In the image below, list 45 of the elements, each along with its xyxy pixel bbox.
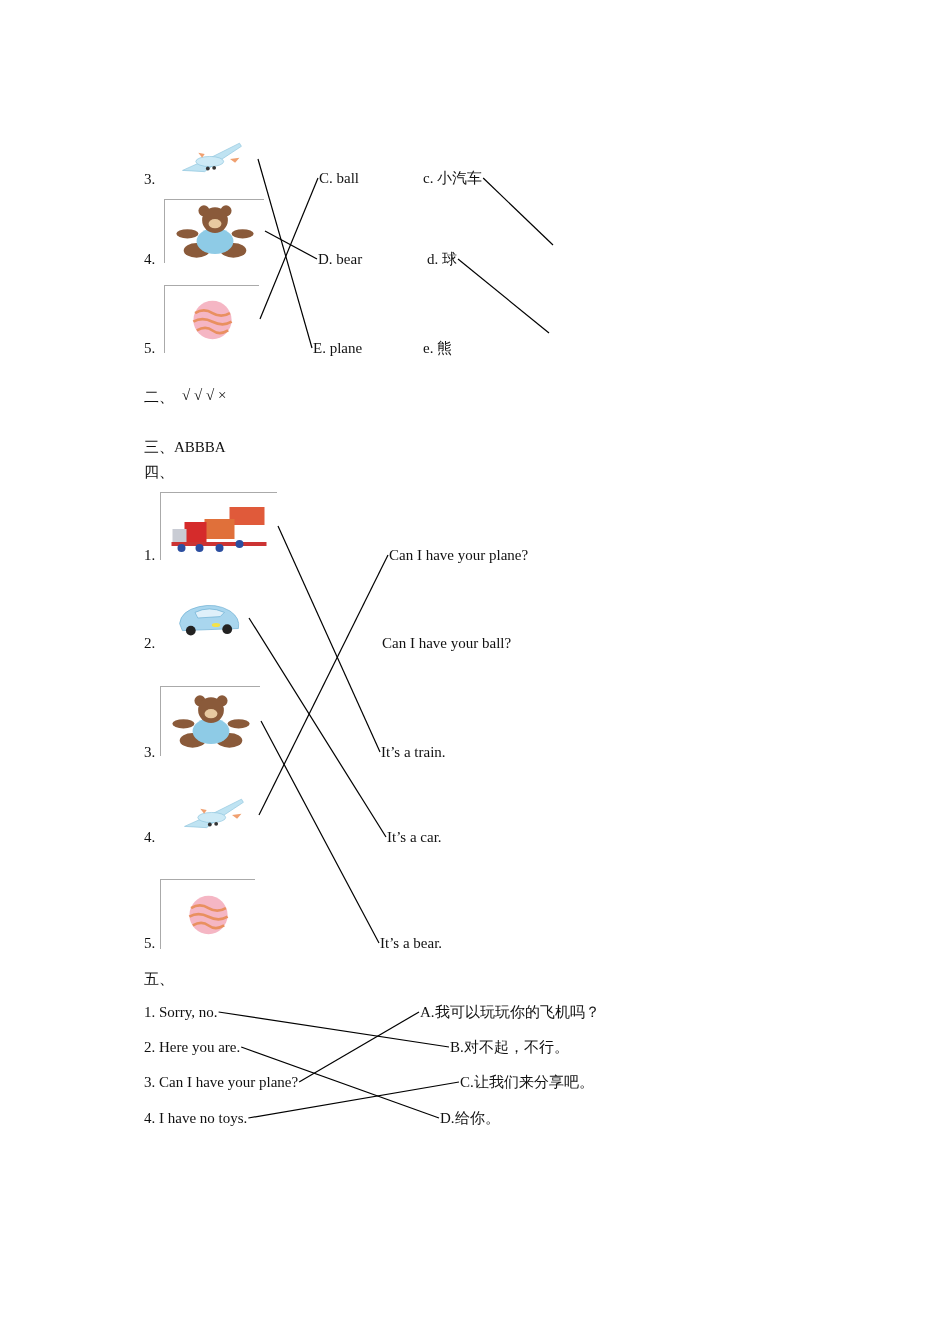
matching-line: [277, 525, 381, 753]
question-number: 5.: [144, 339, 156, 357]
matching-line: [264, 230, 318, 260]
answer-text: 4. I have no toys.: [144, 1109, 248, 1127]
section-heading: 五、: [144, 970, 174, 988]
answer-text: D.给你。: [440, 1109, 500, 1127]
answer-text: C.让我们来分享吧。: [460, 1073, 594, 1091]
matching-line: [257, 158, 313, 349]
answer-text: It’s a car.: [387, 828, 442, 846]
matching-line: [260, 720, 380, 944]
answer-text: 3. Can I have your plane?: [144, 1073, 299, 1091]
section-heading: 三、ABBBA: [144, 438, 226, 456]
question-number: 4.: [144, 250, 156, 268]
question-number: 2.: [144, 634, 156, 652]
question-number: 3.: [144, 743, 156, 761]
matching-line: [247, 1081, 460, 1119]
answer-text: C. ball: [319, 169, 359, 187]
matching-line: [218, 1011, 450, 1048]
answer-text: A.我可以玩玩你的飞机吗？: [420, 1003, 600, 1021]
answer-text: E. plane: [313, 339, 363, 357]
section-heading: 四、: [144, 463, 174, 481]
answer-text: 1. Sorry, no.: [144, 1003, 218, 1021]
matching-line: [258, 554, 389, 816]
answer-text: 2. Here you are.: [144, 1038, 241, 1056]
answer-text: It’s a train.: [381, 743, 446, 761]
section-heading: 二、: [144, 388, 174, 406]
answer-text: c. 小汽车: [423, 169, 483, 187]
answer-text: It’s a bear.: [380, 934, 443, 952]
answer-marks: √ √ √ ×: [182, 386, 227, 404]
answer-text: B.对不起，不行。: [450, 1038, 569, 1056]
question-number: 5.: [144, 934, 156, 952]
answer-text: Can I have your ball?: [382, 634, 512, 652]
matching-line: [240, 1046, 440, 1119]
matching-line: [259, 177, 319, 320]
answer-text: Can I have your plane?: [389, 546, 529, 564]
matching-line: [248, 617, 387, 838]
answer-text: e. 熊: [423, 339, 453, 357]
matching-line: [298, 1011, 420, 1083]
matching-line: [457, 258, 550, 334]
question-number: 3.: [144, 170, 156, 188]
matching-line: [482, 177, 554, 246]
answer-text: d. 球: [427, 250, 457, 268]
question-number: 4.: [144, 828, 156, 846]
question-number: 1.: [144, 546, 156, 564]
answer-text: D. bear: [318, 250, 363, 268]
